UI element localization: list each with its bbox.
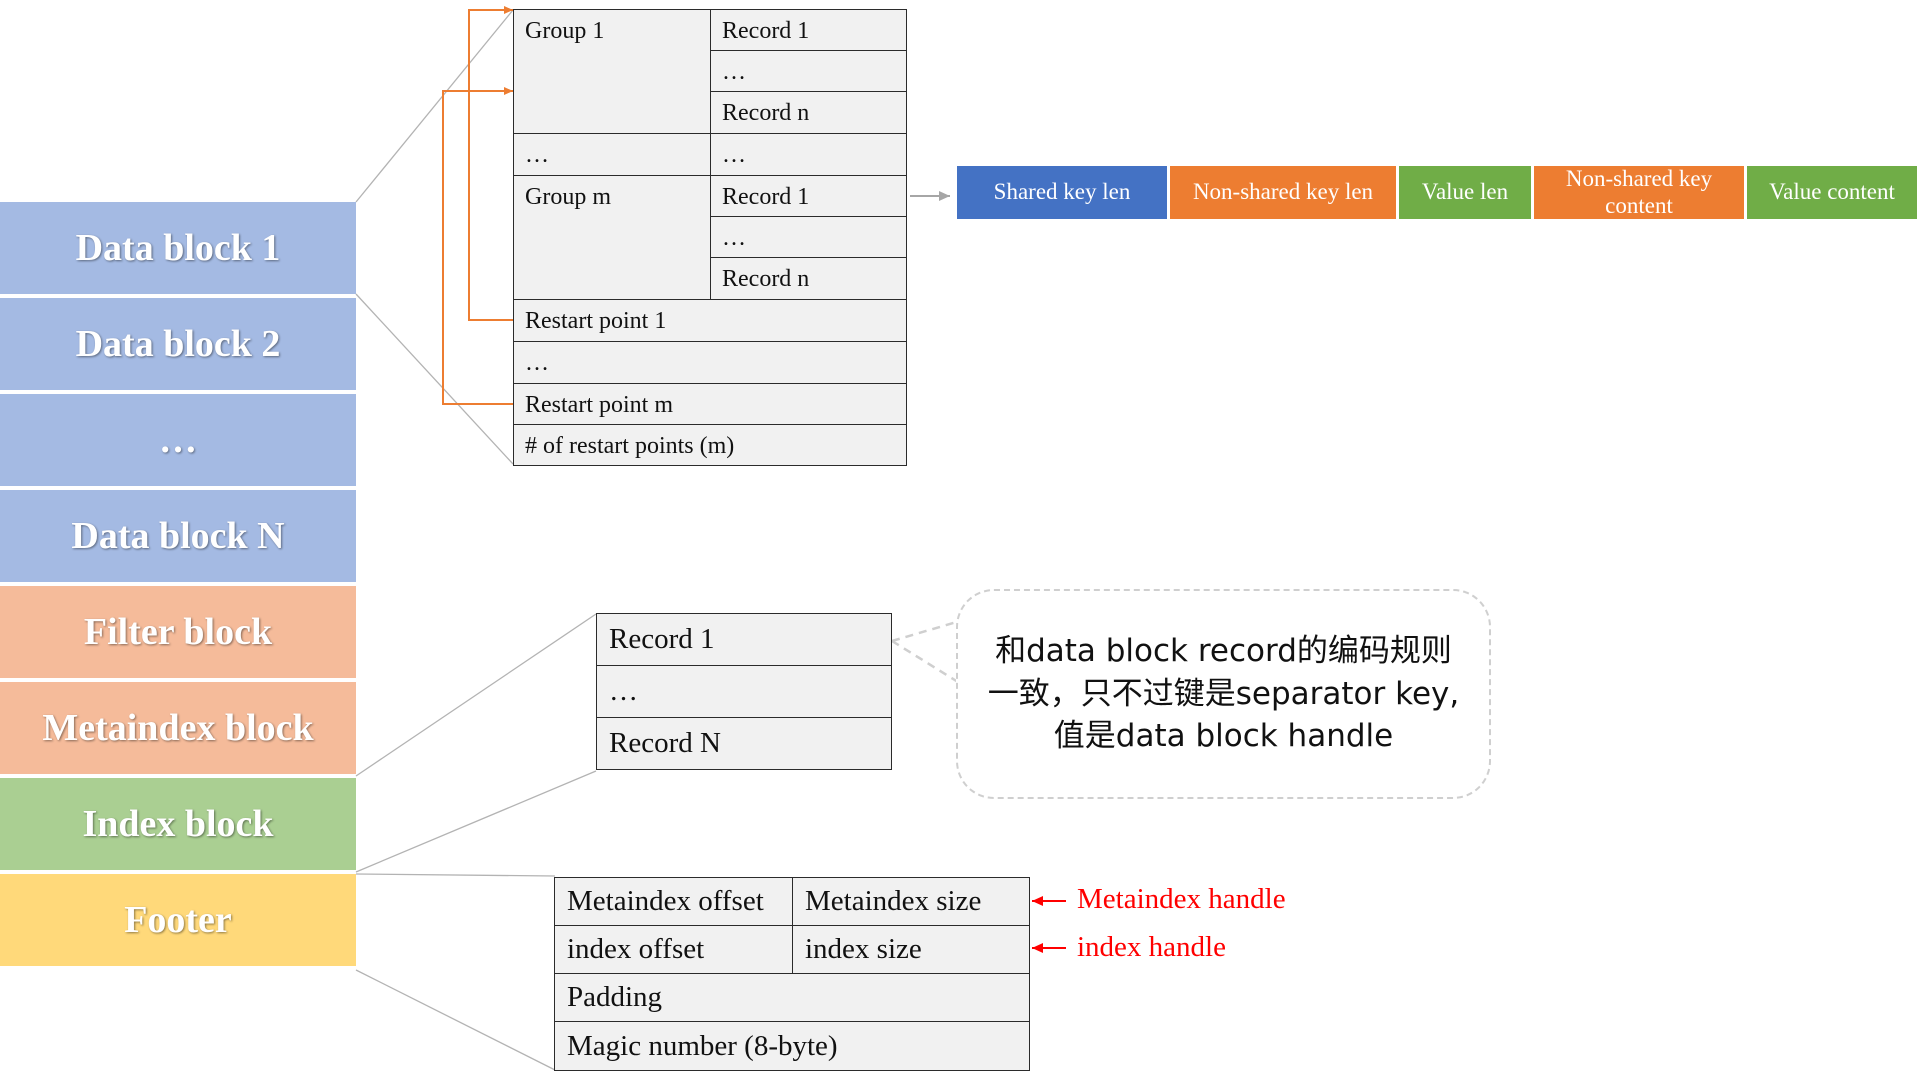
group-m-record-1-label: Record 1 (722, 184, 810, 210)
record-n-label: Record n (722, 100, 810, 126)
magic-number-label: Magic number (8-byte) (567, 1029, 838, 1062)
group-1-record-ellipsis: … (710, 50, 907, 92)
index-ellipsis-label: … (609, 675, 638, 707)
value-content-segment: Value content (1747, 166, 1917, 219)
group-1-cell: Group 1 (513, 9, 711, 134)
group-1-label: Group 1 (525, 18, 605, 44)
data-block-1-label: Data block 1 (75, 227, 281, 269)
data-block-n: Data block N (0, 490, 356, 582)
index-block-label: Index block (82, 803, 274, 845)
index-record-n: Record N (596, 717, 892, 770)
value-content-label: Value content (1769, 179, 1895, 205)
restart-arrow-m (442, 87, 513, 405)
non-shared-key-content-segment: Non-shared key content (1534, 166, 1744, 219)
group-1-record-1: Record 1 (710, 9, 907, 51)
group-m-label: Group m (525, 184, 611, 210)
record-ellipsis-cell: … (710, 133, 907, 176)
index-offset-label: index offset (567, 933, 705, 965)
index-zoom-top (355, 613, 597, 777)
group-1-record-n: Record n (710, 91, 907, 134)
metaindex-handle-label: Metaindex handle (1077, 883, 1286, 915)
data-block-n-label: Data block N (71, 515, 285, 557)
group-m-ellipsis-label: … (722, 225, 746, 251)
non-shared-key-len-label: Non-shared key len (1192, 179, 1374, 205)
shared-key-len-label: Shared key len (993, 179, 1131, 205)
group-m-cell: Group m (513, 175, 711, 300)
restart-point-1-label: Restart point 1 (525, 308, 667, 334)
restart-point-m-cell: Restart point m (513, 383, 907, 425)
data-block-1: Data block 1 (0, 202, 356, 294)
index-handle-label: index handle (1077, 931, 1226, 963)
index-record-1-label: Record 1 (609, 623, 715, 655)
restart-point-m-label: Restart point m (525, 392, 673, 418)
index-record-n-label: Record N (609, 727, 721, 759)
metaindex-block: Metaindex block (0, 682, 356, 774)
padding-label: Padding (567, 981, 663, 1013)
data-block-ellipsis: … (0, 394, 356, 486)
index-offset-cell: index offset (554, 925, 793, 974)
footer-block: Footer (0, 874, 356, 966)
zoom-line-top (355, 9, 514, 203)
num-restart-points-cell: # of restart points (m) (513, 424, 907, 466)
data-block-2-label: Data block 2 (75, 323, 281, 365)
filter-block: Filter block (0, 586, 356, 678)
record-1-label: Record 1 (722, 18, 810, 44)
group-ellipsis-label: … (525, 142, 549, 168)
shared-key-len-segment: Shared key len (957, 166, 1167, 219)
zoom-line-bottom (355, 293, 514, 465)
group-m-record-n-label: Record n (722, 266, 810, 292)
filter-block-label: Filter block (83, 611, 273, 653)
data-block-2: Data block 2 (0, 298, 356, 390)
group-m-record-n: Record n (710, 257, 907, 300)
padding-cell: Padding (554, 973, 1030, 1022)
metaindex-size-label: Metaindex size (805, 885, 982, 917)
num-restart-points-label: # of restart points (m) (525, 433, 735, 459)
restart-ellipsis-label: … (525, 350, 549, 376)
data-block-ellipsis-label: … (159, 419, 197, 461)
metaindex-offset-cell: Metaindex offset (554, 877, 793, 926)
index-record-ellipsis: … (596, 665, 892, 718)
value-len-label: Value len (1421, 179, 1509, 205)
footer-zoom-bottom (355, 969, 556, 1071)
value-len-segment: Value len (1399, 166, 1531, 219)
index-record-1: Record 1 (596, 613, 892, 666)
callout-pointer (892, 620, 960, 681)
metaindex-offset-label: Metaindex offset (567, 885, 764, 917)
callout-line-1: 和data block record的编码规则 (995, 632, 1452, 669)
restart-point-1-cell: Restart point 1 (513, 299, 907, 342)
non-shared-key-content-label: Non-shared key content (1565, 166, 1713, 218)
index-zoom-bottom (355, 770, 597, 873)
metaindex-size-cell: Metaindex size (792, 877, 1030, 926)
index-size-cell: index size (792, 925, 1030, 974)
callout-line-2: 一致，只不过键是separator key, (987, 675, 1460, 712)
record-ellipsis-label: … (722, 142, 746, 168)
magic-number-cell: Magic number (8-byte) (554, 1021, 1030, 1071)
ellipsis-label: … (722, 59, 746, 85)
callout-line-3: 值是data block handle (1053, 718, 1394, 755)
metaindex-block-label: Metaindex block (42, 707, 314, 749)
group-m-record-1: Record 1 (710, 175, 907, 217)
footer-block-label: Footer (124, 899, 232, 941)
index-block: Index block (0, 778, 356, 870)
index-size-label: index size (805, 933, 922, 965)
restart-arrow-1 (468, 6, 513, 321)
non-shared-key-len-segment: Non-shared key len (1170, 166, 1396, 219)
footer-zoom-top (355, 873, 556, 877)
restart-ellipsis-cell: … (513, 341, 907, 384)
index-callout: 和data block record的编码规则 一致，只不过键是separato… (956, 589, 1491, 799)
group-ellipsis-cell: … (513, 133, 711, 176)
group-m-record-ellipsis: … (710, 216, 907, 258)
